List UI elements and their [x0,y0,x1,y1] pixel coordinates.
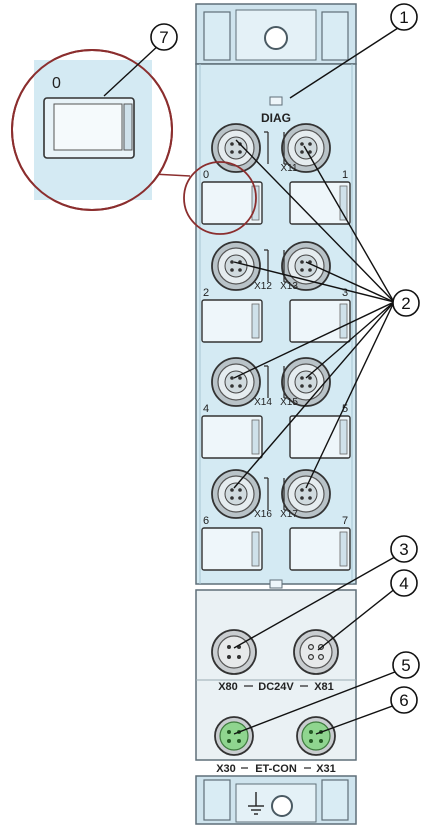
zoom-detail: 0 [11,49,257,235]
bus-left-label: X30 [216,763,236,775]
connector-label: X17 [280,509,298,520]
bottom-mount [195,775,357,825]
channel-groups: 0 1 X11 2 X12 3 X13 4 X14 5 X15 6 X16 7 X17 [201,123,351,571]
channel-number-label: 5 [342,403,348,415]
power-left-label: X80 [218,681,238,693]
callout-7-label: 7 [159,28,168,47]
label-window [289,527,351,571]
label-window [289,299,351,343]
channel-number-label: 6 [203,515,209,527]
diag-led [269,96,283,106]
connector-label: X11 [280,163,297,174]
connector-label: X15 [280,397,298,408]
label-window [201,527,263,571]
callout-lines [103,27,401,735]
callout-4: 4 [390,569,418,597]
bus-right-label: X31 [316,763,336,775]
callout-6-label: 6 [399,691,408,710]
diag-label: DIAG [261,111,291,125]
zoom-label: 0 [52,75,61,92]
channel-number-label: 7 [342,515,348,527]
callout-7: 7 [150,23,178,51]
callout-5-label: 5 [401,656,410,675]
callout-1-label: 1 [399,8,408,27]
power-right-label: X81 [314,681,334,693]
callout-5: 5 [392,651,420,679]
connector-label: X12 [254,281,272,292]
channel-7: 7 X17 [280,469,351,571]
bus-center-label: ET-CON [255,763,297,775]
connector-label: X13 [280,281,298,292]
ground-icon [248,792,264,815]
bottom-led [269,579,283,589]
callout-2-label: 2 [401,294,410,313]
callout-2: 2 [392,289,420,317]
callout-4-label: 4 [399,574,408,593]
callout-3-label: 3 [399,540,408,559]
channel-1: 1 X11 [280,123,351,225]
label-window [201,415,263,459]
channel-number-label: 4 [203,403,209,415]
connector-label: X16 [254,509,272,520]
power-connector-x80 [211,629,257,675]
channel-number-label: 2 [203,287,209,299]
bus-connector-x30 [214,716,254,756]
callout-1: 1 [390,3,418,31]
zoom-source-ring [183,161,257,235]
callout-6: 6 [390,686,418,714]
channel-0: 0 [201,123,263,225]
channel-3: 3 X13 [280,241,351,343]
channel-6: 6 X16 [201,469,272,571]
callout-markers: 1 2 3 4 5 6 7 [150,3,420,714]
power-connector-x81 [293,629,339,675]
bus-connector-x31 [296,716,336,756]
label-window [201,299,263,343]
channel-number-label: 3 [342,287,348,299]
channel-2: 2 X12 [201,241,272,343]
label-window [201,181,263,225]
channel-number-label: 0 [203,169,209,181]
channel-number-label: 1 [342,169,348,181]
top-mount [195,3,357,65]
callout-3: 3 [390,535,418,563]
channel-5: 5 X15 [280,357,351,459]
label-window [289,181,351,225]
power-center-label: DC24V [258,681,294,693]
mounting-hole-bottom [271,795,293,817]
channel-4: 4 X14 [201,357,272,459]
connector-label: X14 [254,397,272,408]
mounting-hole-top [264,26,288,50]
